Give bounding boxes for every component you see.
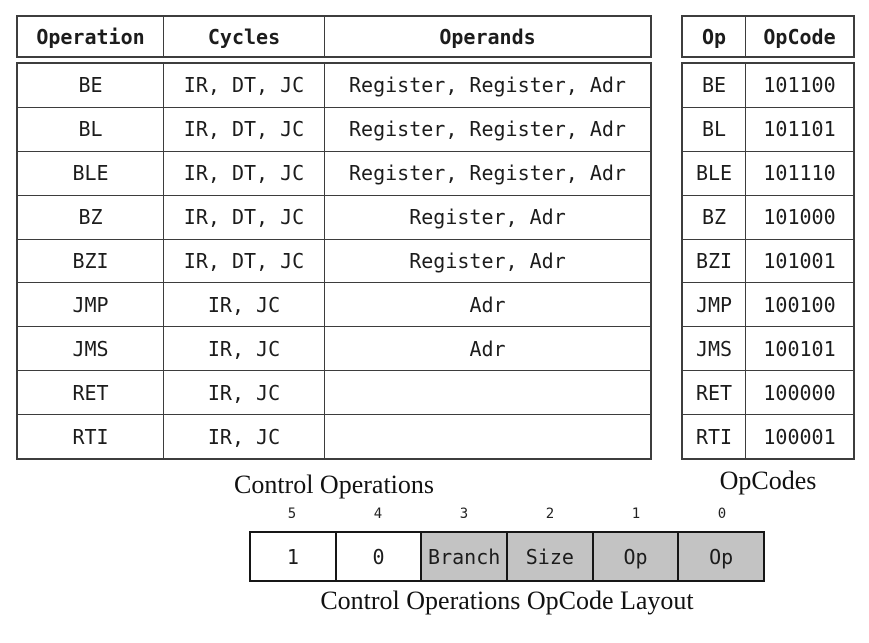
table-cell: 101101 (763, 117, 836, 142)
table-cell: BL (683, 107, 746, 151)
table-cell: 100101 (763, 336, 836, 361)
header-cell: OpCode (763, 24, 836, 49)
table-cell: BL (18, 107, 164, 151)
table-row: BZI 101001 (683, 238, 853, 283)
table-row: BE 101100 (683, 64, 853, 107)
table-cell: IR, JC (164, 415, 325, 459)
bit-cell: Op (593, 533, 680, 580)
table-cell: Register, Adr (409, 249, 566, 273)
header-cell: Op (683, 17, 746, 56)
table-cell: RTI (18, 415, 164, 459)
table-cell: Register, Adr (409, 205, 566, 230)
table-cell: JMS (683, 327, 746, 371)
bit-cell: Op (679, 533, 764, 580)
table-cell: IR, DT, JC (164, 239, 325, 283)
bit-index-label: 4 (373, 506, 383, 522)
table-cell: Adr (469, 292, 506, 317)
table-cell: BZI (18, 239, 164, 283)
bit-index-label: 0 (717, 506, 727, 522)
table-cell: 101000 (763, 205, 836, 230)
opcodes-header: Op OpCode (681, 15, 855, 58)
table-cell (325, 415, 650, 458)
table-cell: BZI (683, 239, 746, 283)
table-cell: IR, DT, JC (164, 151, 325, 195)
table-cell: BLE (683, 151, 746, 195)
bit-index-label: 5 (287, 506, 297, 522)
bit-index-label: 2 (545, 506, 555, 522)
table-cell: JMP (18, 283, 164, 327)
bit-index-label: 3 (459, 506, 469, 522)
header-cell: Operation (18, 17, 164, 56)
bit-index-row: 5 4 3 2 1 0 (249, 507, 765, 521)
table-cell: IR, JC (164, 283, 325, 327)
table-cell: BZ (683, 195, 746, 239)
table-cell: BZ (18, 195, 164, 239)
table-cell: RET (683, 371, 746, 415)
table-row: BLE 101110 (683, 150, 853, 195)
opcodes-caption: OpCodes (719, 466, 817, 495)
table-row: BZ 101000 (683, 194, 853, 239)
table-cell: 100100 (763, 292, 836, 317)
table-row: BL 101101 (683, 106, 853, 151)
table-cell: IR, DT, JC (164, 64, 325, 107)
table-cell: 100000 (763, 380, 836, 405)
table-row: RET 100000 (683, 370, 853, 415)
table-row: JMP 100100 (683, 282, 853, 327)
table-cell: IR, JC (164, 327, 325, 371)
table-cell: 101110 (763, 161, 836, 186)
header-cell: Operands (439, 24, 536, 49)
table-cell (325, 371, 650, 414)
table-cell: Register, Register, Adr (349, 73, 626, 98)
table-cell: 101100 (763, 73, 836, 98)
table-cell: Register, Register, Adr (349, 161, 626, 186)
table-cell: IR, JC (164, 371, 325, 415)
header-cell: Cycles (164, 17, 325, 56)
bit-cell: 1 (251, 533, 337, 580)
table-cell: RET (18, 371, 164, 415)
header-row: Op OpCode (683, 17, 853, 56)
table-cell: BLE (18, 151, 164, 195)
bit-cell: Branch (422, 533, 509, 580)
table-cell: JMP (683, 283, 746, 327)
control-operations-caption: Control Operations (233, 470, 435, 499)
table-cell: IR, DT, JC (164, 107, 325, 151)
table-cell: 100001 (763, 424, 836, 449)
table-row: JMS 100101 (683, 326, 853, 371)
bit-cell: 0 (337, 533, 423, 580)
table-cell: 101001 (763, 249, 836, 273)
opcode-layout-caption: Control Operations OpCode Layout (320, 586, 694, 615)
table-cell: RTI (683, 415, 746, 459)
table-cell: IR, DT, JC (164, 195, 325, 239)
bit-cell: Size (508, 533, 594, 580)
bit-index-label: 1 (631, 506, 641, 522)
table-cell: JMS (18, 327, 164, 371)
table-cell: BE (18, 64, 164, 107)
table-row: RTI 100001 (683, 414, 853, 459)
table-cell: Register, Register, Adr (349, 117, 626, 142)
table-cell: BE (683, 64, 746, 107)
table-cell: Adr (469, 336, 506, 361)
